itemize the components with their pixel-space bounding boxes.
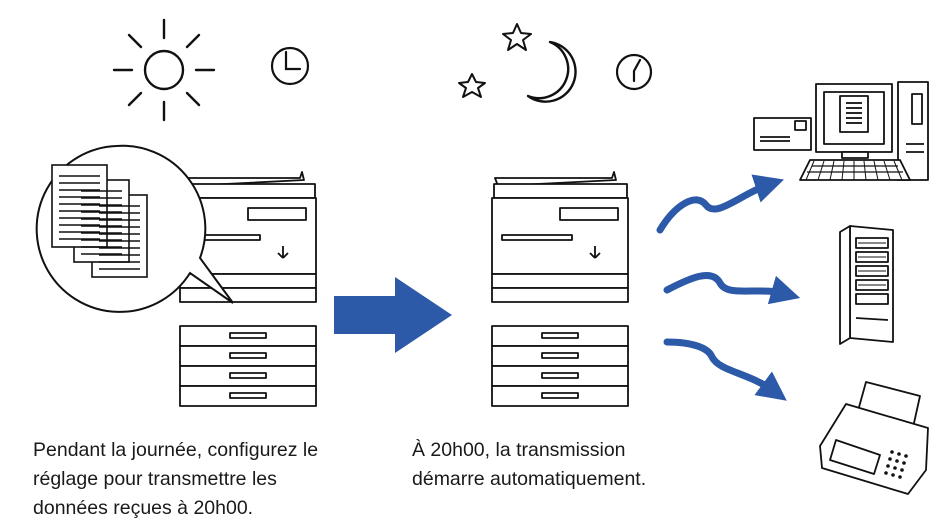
star-icon bbox=[502, 23, 532, 51]
caption-night: À 20h00, la transmission démarre automat… bbox=[412, 436, 646, 494]
transmission-arrow-server bbox=[663, 271, 801, 305]
caption-day: Pendant la journée, configurez le réglag… bbox=[33, 436, 318, 523]
sun-icon bbox=[112, 18, 216, 122]
received-data-bubble bbox=[35, 144, 234, 313]
moon-icon bbox=[526, 40, 577, 103]
server-icon bbox=[839, 225, 894, 345]
caption-day-line: réglage pour transmettre les bbox=[33, 468, 277, 490]
copier-night bbox=[491, 171, 629, 407]
caption-day-line: données reçues à 20h00. bbox=[33, 497, 254, 519]
email-computer-icon bbox=[753, 81, 929, 181]
fax-icon bbox=[819, 381, 929, 495]
clock-icon bbox=[270, 46, 310, 86]
document-stack-icon bbox=[51, 164, 148, 278]
transmission-arrow-fax bbox=[663, 338, 787, 401]
caption-day-line: Pendant la journée, configurez le bbox=[33, 439, 319, 461]
caption-night-line: démarre automatiquement. bbox=[412, 468, 647, 490]
caption-night-line: À 20h00, la transmission bbox=[412, 439, 626, 461]
copier-day bbox=[179, 171, 317, 407]
right-arrow-icon bbox=[334, 277, 452, 353]
clock-icon bbox=[615, 53, 653, 91]
star-icon bbox=[458, 73, 486, 98]
transmission-arrow-email bbox=[656, 174, 784, 234]
